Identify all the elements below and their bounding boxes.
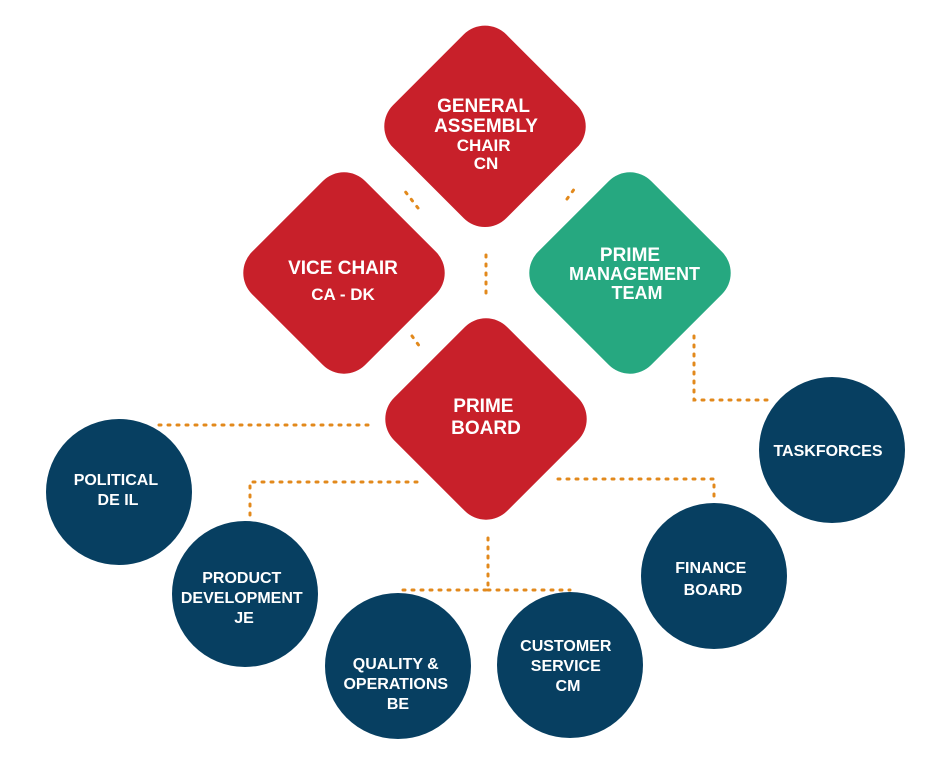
prime-board-line1: PRIME xyxy=(453,396,513,417)
general-assembly-line3: CHAIR xyxy=(457,136,511,155)
general-assembly-line2: ASSEMBLY xyxy=(434,116,538,137)
svg-text:VICE CHAIR: VICE CHAIR xyxy=(288,258,398,279)
prime-management-node: PRIME MANAGEMENT TEAM xyxy=(529,172,731,374)
finance-board-line1: FINANCE xyxy=(675,560,746,577)
product-development-line3: JE xyxy=(234,610,254,627)
finance-board-node: FINANCE BOARD xyxy=(641,503,787,649)
political-line2: DE IL xyxy=(98,492,139,509)
political-circle xyxy=(46,419,192,565)
svg-text:CUSTOMER SERVICE C: CUSTOMER SERVICE CM xyxy=(520,638,616,695)
prime-management-line2: MANAGEMENT xyxy=(569,264,700,284)
quality-operations-line1: QUALITY & xyxy=(353,656,439,673)
general-assembly-diamond xyxy=(384,25,586,228)
vice-chair-diamond xyxy=(243,172,445,374)
general-assembly-node: GENERAL ASSEMBLY CHAIR CN xyxy=(384,25,586,228)
taskforces-node: TASKFORCES xyxy=(759,377,905,523)
finance-board-line2: BOARD xyxy=(684,582,743,599)
prime-management-line3: TEAM xyxy=(612,283,663,303)
connector-assembly-vice-chair xyxy=(402,188,420,210)
svg-text:GENERAL ASSEMBLY: GENERAL ASSEMBLY xyxy=(434,96,538,137)
prime-board-line2: BOARD xyxy=(451,418,521,439)
prime-board-diamond xyxy=(385,318,587,520)
svg-text:FINANCE BOARD: FINANCE BOARD xyxy=(675,560,751,599)
svg-text:CA - DK: CA - DK xyxy=(311,285,375,304)
connector-vice-chair-board xyxy=(410,334,422,349)
quality-operations-line2: OPERATIONS xyxy=(343,676,448,693)
svg-text:TASKFORCES: TASKFORCES xyxy=(773,443,882,460)
prime-management-diamond xyxy=(529,172,731,374)
svg-text:POLITICAL DE IL: POLITICAL DE IL xyxy=(74,472,163,509)
customer-service-line3: CM xyxy=(556,678,581,695)
general-assembly-line4: CN xyxy=(474,154,499,173)
prime-management-line1: PRIME xyxy=(600,245,660,266)
quality-operations-line3: BE xyxy=(387,696,410,713)
svg-text:CHAIR CN: CHAIR CN xyxy=(457,136,516,173)
vice-chair-node: VICE CHAIR CA - DK xyxy=(243,172,445,374)
svg-text:PRIME BOARD: PRIME BOARD xyxy=(451,396,521,439)
svg-text:PRIME: PRIME xyxy=(600,245,660,266)
connector-assembly-management xyxy=(565,186,577,201)
product-development-line1: PRODUCT xyxy=(202,570,281,587)
quality-operations-circle xyxy=(325,593,471,739)
svg-text:MANAGEMENT TEAM: MANAGEMENT TEAM xyxy=(569,264,705,303)
connector-prime-management-taskforces xyxy=(692,334,772,402)
customer-service-node: CUSTOMER SERVICE CM xyxy=(497,592,643,738)
connector-board-product-development xyxy=(248,480,419,524)
svg-text:QUALITY & OPERATIONS: QUALITY & OPERATIONS BE xyxy=(343,656,452,713)
customer-service-line1: CUSTOMER xyxy=(520,638,612,655)
prime-board-node: PRIME BOARD xyxy=(385,318,587,520)
political-line1: POLITICAL xyxy=(74,472,159,489)
product-development-node: PRODUCT DEVELOPMENT JE xyxy=(172,521,318,667)
taskforces-circle xyxy=(759,377,905,523)
connectors xyxy=(150,186,772,592)
quality-operations-node: QUALITY & OPERATIONS BE xyxy=(325,593,471,739)
vice-chair-line2: CA - DK xyxy=(311,285,375,304)
customer-service-line2: SERVICE xyxy=(531,658,601,675)
product-development-circle xyxy=(172,521,318,667)
product-development-line2: DEVELOPMENT xyxy=(181,590,303,607)
customer-service-circle xyxy=(497,592,643,738)
general-assembly-line1: GENERAL xyxy=(437,96,530,117)
vice-chair-line1: VICE CHAIR xyxy=(288,258,398,279)
connector-board-quality-customer xyxy=(398,536,490,592)
svg-text:PRODUCT DEVELOPMENT: PRODUCT DEVELOPMENT JE xyxy=(181,570,307,627)
connector-board-finance xyxy=(556,477,716,502)
finance-board-circle xyxy=(641,503,787,649)
taskforces-line1: TASKFORCES xyxy=(773,443,882,460)
political-node: POLITICAL DE IL xyxy=(46,419,192,565)
